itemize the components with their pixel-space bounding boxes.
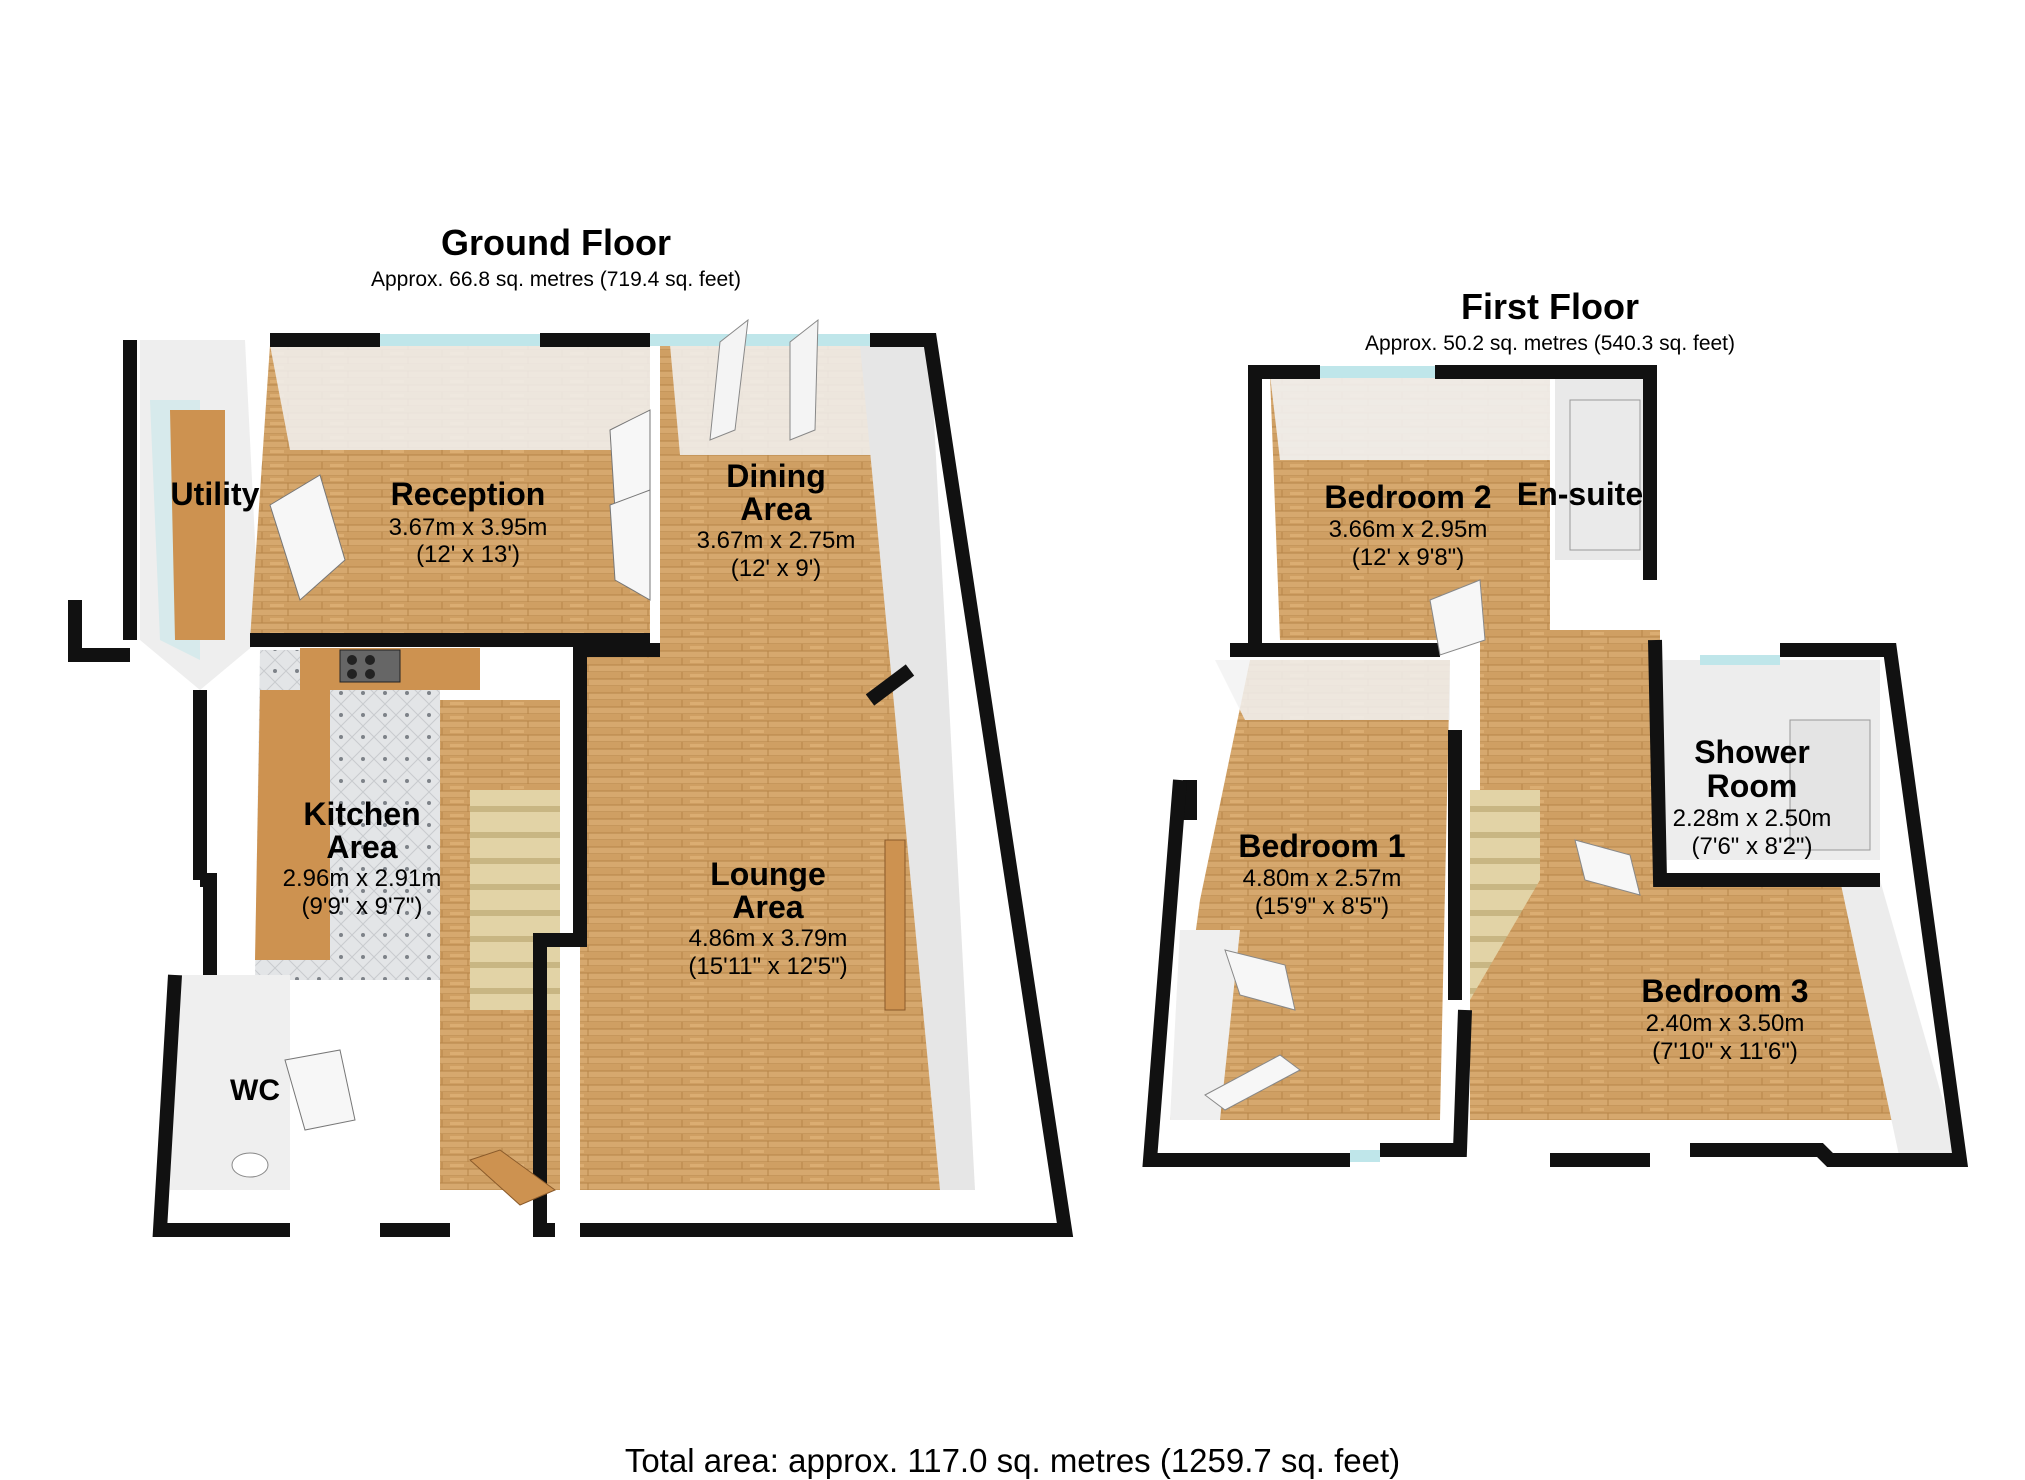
room-dim-bedroom3-metric: 2.40m x 3.50m	[1646, 1010, 1805, 1037]
room-label-bedroom2: Bedroom 2	[1324, 479, 1491, 515]
lounge-dining-floor	[580, 345, 945, 1190]
first-floor-heading: First Floor Approx. 50.2 sq. metres (540…	[1365, 286, 1735, 356]
ground-floor-area: Approx. 66.8 sq. metres (719.4 sq. feet)	[370, 268, 742, 291]
room-dim-reception-imperial: (12' x 13')	[416, 541, 520, 568]
room-label-bedroom3: Bedroom 3	[1641, 973, 1808, 1009]
room-dim-bedroom2-metric: 3.66m x 2.95m	[1329, 516, 1488, 543]
room-label-dining-2: Area	[740, 491, 811, 527]
room-label-bedroom1: Bedroom 1	[1238, 828, 1405, 864]
room-label-lounge-1: Lounge	[710, 856, 826, 892]
room-label-lounge-2: Area	[732, 889, 803, 925]
room-label-dining-1: Dining	[726, 458, 826, 494]
reception-glazed-door	[269, 474, 346, 601]
first-floor-area: Approx. 50.2 sq. metres (540.3 sq. feet)	[1364, 332, 1736, 355]
fireplace	[884, 839, 906, 1011]
room-label-kitchen-1: Kitchen	[303, 796, 420, 832]
wc-room	[170, 975, 290, 1190]
room-dim-lounge-metric: 4.86m x 3.79m	[689, 925, 848, 952]
room-dim-dining-imperial: (12' x 9')	[731, 555, 822, 582]
room-dim-reception-metric: 3.67m x 3.95m	[389, 514, 548, 541]
room-label-wc: WC	[230, 1074, 280, 1107]
room-dim-kitchen-imperial: (9'9" x 9'7")	[302, 893, 423, 920]
room-dim-bedroom2-imperial: (12' x 9'8")	[1352, 544, 1464, 571]
room-dim-bedroom1-imperial: (15'9" x 8'5")	[1255, 893, 1389, 920]
wardrobe-door-lower	[1204, 1054, 1301, 1111]
ground-floor-heading: Ground Floor Approx. 66.8 sq. metres (71…	[371, 222, 741, 292]
dining-window	[650, 334, 870, 346]
room-label-reception: Reception	[391, 476, 546, 512]
bedroom3-floor	[1470, 880, 1900, 1120]
total-area: Total area: approx. 117.0 sq. metres (12…	[624, 1442, 1401, 1479]
reception-window	[380, 334, 540, 346]
bedroom1-floor	[1170, 660, 1450, 1120]
ground-floor-walls	[68, 333, 1074, 1237]
shower-window	[1700, 655, 1780, 665]
room-label-shower-1: Shower	[1694, 734, 1810, 770]
room-label-utility: Utility	[171, 476, 260, 512]
ground-floor-plan	[68, 318, 1074, 1237]
room-dim-shower-imperial: (7'6" x 8'2")	[1692, 833, 1813, 860]
room-dim-bedroom1-metric: 4.80m x 2.57m	[1243, 865, 1402, 892]
room-label-shower-2: Room	[1707, 768, 1798, 804]
front-door	[469, 1149, 557, 1206]
room-dim-dining-metric: 3.67m x 2.75m	[697, 527, 856, 554]
first-floor-walls	[1142, 365, 1969, 1167]
dining-glazed-door-lower	[609, 489, 651, 601]
utility-worktop	[170, 410, 225, 640]
room-dim-kitchen-metric: 2.96m x 2.91m	[283, 865, 442, 892]
bedroom2-window	[1320, 366, 1435, 378]
ground-floor-title: Ground Floor	[441, 222, 671, 263]
wc-door	[284, 1049, 356, 1131]
room-dim-lounge-imperial: (15'11" x 12'5")	[688, 953, 847, 980]
room-label-kitchen-2: Area	[326, 829, 397, 865]
wardrobe-door-upper	[1224, 949, 1296, 1011]
room-label-ensuite: En-suite	[1517, 476, 1643, 512]
room-dim-shower-metric: 2.28m x 2.50m	[1673, 805, 1832, 832]
kitchen-worktop-left	[255, 690, 330, 960]
first-floor-title: First Floor	[1461, 286, 1639, 327]
room-dim-bedroom3-imperial: (7'10" x 11'6")	[1652, 1038, 1798, 1065]
first-floor-plan	[1142, 365, 1969, 1167]
